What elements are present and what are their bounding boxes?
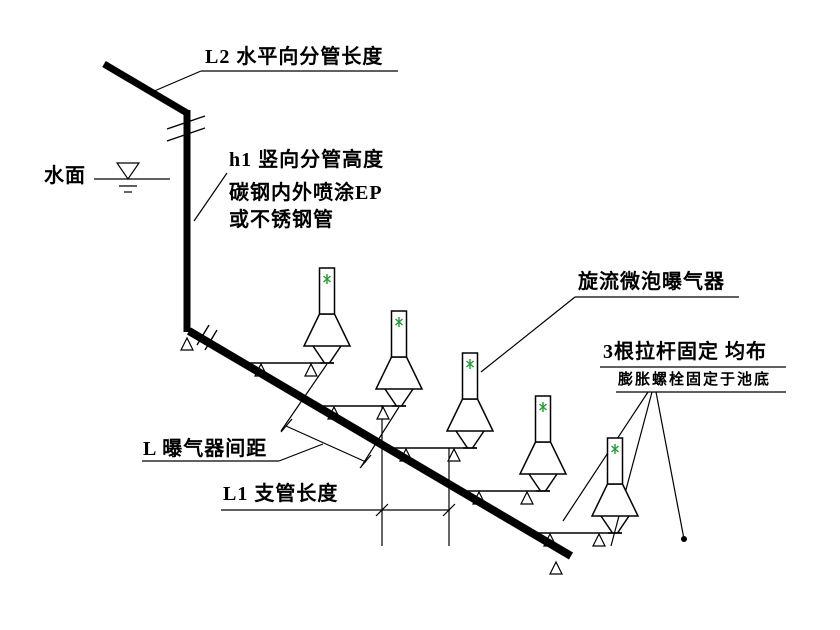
branch-length-label: L1 支管长度 <box>223 483 339 505</box>
support-triangle <box>304 363 318 377</box>
aerator-name-label: 旋流微泡曝气器 <box>578 271 725 293</box>
main-header-pipe <box>186 327 574 560</box>
tie-rods-label: 3根拉杆固定 均布 <box>603 341 767 363</box>
spacing-label: L 曝气器间距 <box>143 438 268 460</box>
support-triangle <box>592 533 606 547</box>
anchor-note-label: 膨胀螺栓固定于池底 <box>618 372 772 388</box>
aerator-unit-4 <box>519 395 567 492</box>
aerator-unit-1 <box>303 267 351 364</box>
h1-height-label: h1 竖向分管高度 <box>229 149 385 171</box>
h1-leader-line <box>193 172 228 222</box>
aerator-unit-5 <box>591 437 639 534</box>
annotation-lines <box>94 70 786 547</box>
pipe-material-label-line1: 碳钢内外喷涂EP <box>229 182 383 204</box>
aerator-unit-2 <box>375 310 423 407</box>
branch-pipes <box>243 362 622 534</box>
water-surface-label: 水面 <box>44 165 86 187</box>
pipe-break-marks <box>166 115 218 351</box>
l2-length-label: L2 水平向分管长度 <box>205 46 384 68</box>
support-triangle <box>520 491 534 505</box>
pipe-material-label-line2: 或不锈钢管 <box>229 209 334 231</box>
water-surface-symbol <box>94 162 170 193</box>
aerator-leader-line <box>480 296 739 373</box>
support-triangle <box>376 406 390 420</box>
support-triangle <box>549 561 563 575</box>
tie-rod-leader-lines <box>562 366 786 547</box>
branch-length-dimension <box>221 405 456 546</box>
support-triangle <box>447 448 461 462</box>
support-triangle <box>180 337 194 351</box>
horizontal-branch-pipe-l2 <box>102 60 189 117</box>
l2-leader-line <box>151 70 398 93</box>
pipes <box>102 60 574 560</box>
